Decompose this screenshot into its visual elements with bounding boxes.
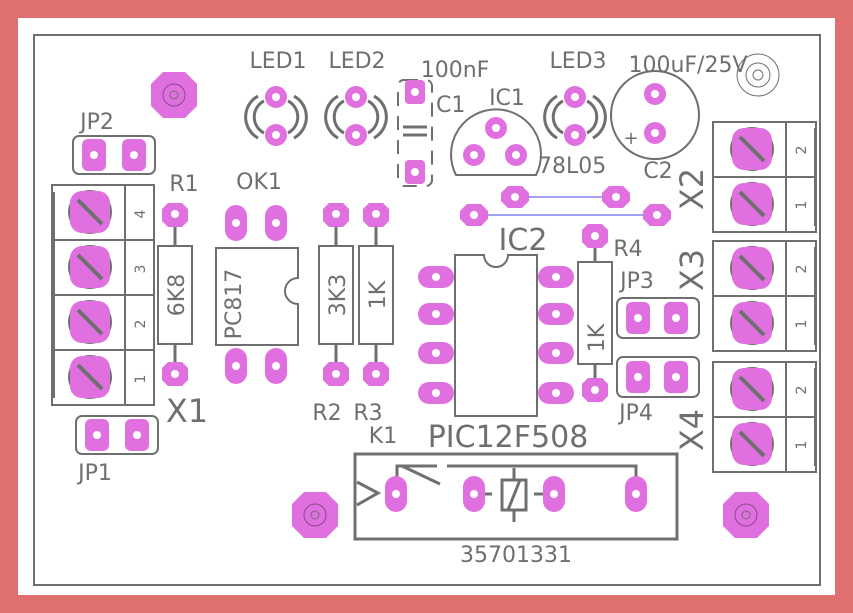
label-r4-value: 1K <box>585 323 610 352</box>
mounting-hole-bottom-left <box>292 492 338 538</box>
x1-pin-2: 2 <box>133 320 149 329</box>
label-r3: R3 <box>353 401 382 426</box>
x2-pin-2: 2 <box>794 146 810 155</box>
label-k1-value: 35701331 <box>460 543 572 568</box>
x3-pin-2: 2 <box>794 265 810 274</box>
board-outline <box>33 34 821 586</box>
label-c2-name: C2 <box>643 159 672 184</box>
resistor-r4 <box>577 224 613 402</box>
label-ic1-name: IC1 <box>489 86 525 111</box>
label-r1-value: 6K8 <box>165 274 190 316</box>
fiducial-mark-top-right <box>736 53 780 97</box>
label-r4: R4 <box>613 237 642 262</box>
jumper-jp3 <box>616 297 700 339</box>
terminal-block-x4 <box>712 361 817 473</box>
label-k1: K1 <box>369 424 397 449</box>
label-jp2: JP2 <box>78 110 114 135</box>
label-ic1-value: 78L05 <box>538 154 606 179</box>
label-x2: X2 <box>673 168 711 210</box>
label-led1: LED1 <box>249 49 306 74</box>
resistor-r3 <box>358 203 394 386</box>
x3-pin-1: 1 <box>794 320 810 329</box>
label-led3: LED3 <box>549 49 606 74</box>
jumper-jp4 <box>616 356 700 398</box>
label-jp4: JP4 <box>617 401 653 426</box>
led1 <box>244 86 308 146</box>
microcontroller-ic2 <box>418 254 574 417</box>
resistor-r2 <box>318 203 354 386</box>
label-r3-value: 1K <box>366 280 391 309</box>
label-ic2-name: IC2 <box>499 223 548 258</box>
x1-pin-4: 4 <box>133 209 149 218</box>
capacitor-c1 <box>397 79 433 187</box>
terminal-block-x1 <box>51 184 155 406</box>
label-ok1: OK1 <box>236 170 282 195</box>
relay-k1 <box>353 452 679 541</box>
label-x1: X1 <box>166 392 208 430</box>
jumper-jp2 <box>72 135 156 175</box>
label-jp3: JP3 <box>618 269 654 294</box>
label-c1-name: C1 <box>436 93 465 118</box>
x4-pin-1: 1 <box>794 441 810 450</box>
x1-pin-1: 1 <box>133 375 149 384</box>
label-r2: R2 <box>312 401 341 426</box>
jumper-jp1 <box>75 415 159 455</box>
label-c1-value: 100nF <box>421 58 490 83</box>
mounting-hole-bottom-right <box>723 492 769 538</box>
label-ok1-value: PC817 <box>222 269 247 340</box>
terminal-block-x3 <box>712 240 817 352</box>
label-r1: R1 <box>169 172 198 197</box>
label-led2: LED2 <box>328 49 385 74</box>
label-ic2-value: PIC12F508 <box>428 420 589 455</box>
x4-pin-2: 2 <box>794 386 810 395</box>
capacitor-c2 <box>610 70 700 160</box>
label-c2-plus: + <box>623 128 638 149</box>
mounting-hole-top-left <box>151 72 197 118</box>
x1-pin-3: 3 <box>133 265 149 274</box>
regulator-ic1 <box>450 108 542 176</box>
label-jp1: JP1 <box>76 461 112 486</box>
led3 <box>543 86 607 146</box>
optocoupler-ok1 <box>215 205 299 384</box>
label-c2-value: 100uF/25V <box>628 53 747 78</box>
via-pads <box>460 186 671 226</box>
terminal-block-x2 <box>712 121 817 233</box>
label-x3: X3 <box>673 249 711 291</box>
resistor-r1 <box>157 203 193 386</box>
label-x4: X4 <box>673 409 711 451</box>
led2 <box>324 86 388 146</box>
x2-pin-1: 1 <box>794 201 810 210</box>
label-r2-value: 3K3 <box>326 274 351 316</box>
